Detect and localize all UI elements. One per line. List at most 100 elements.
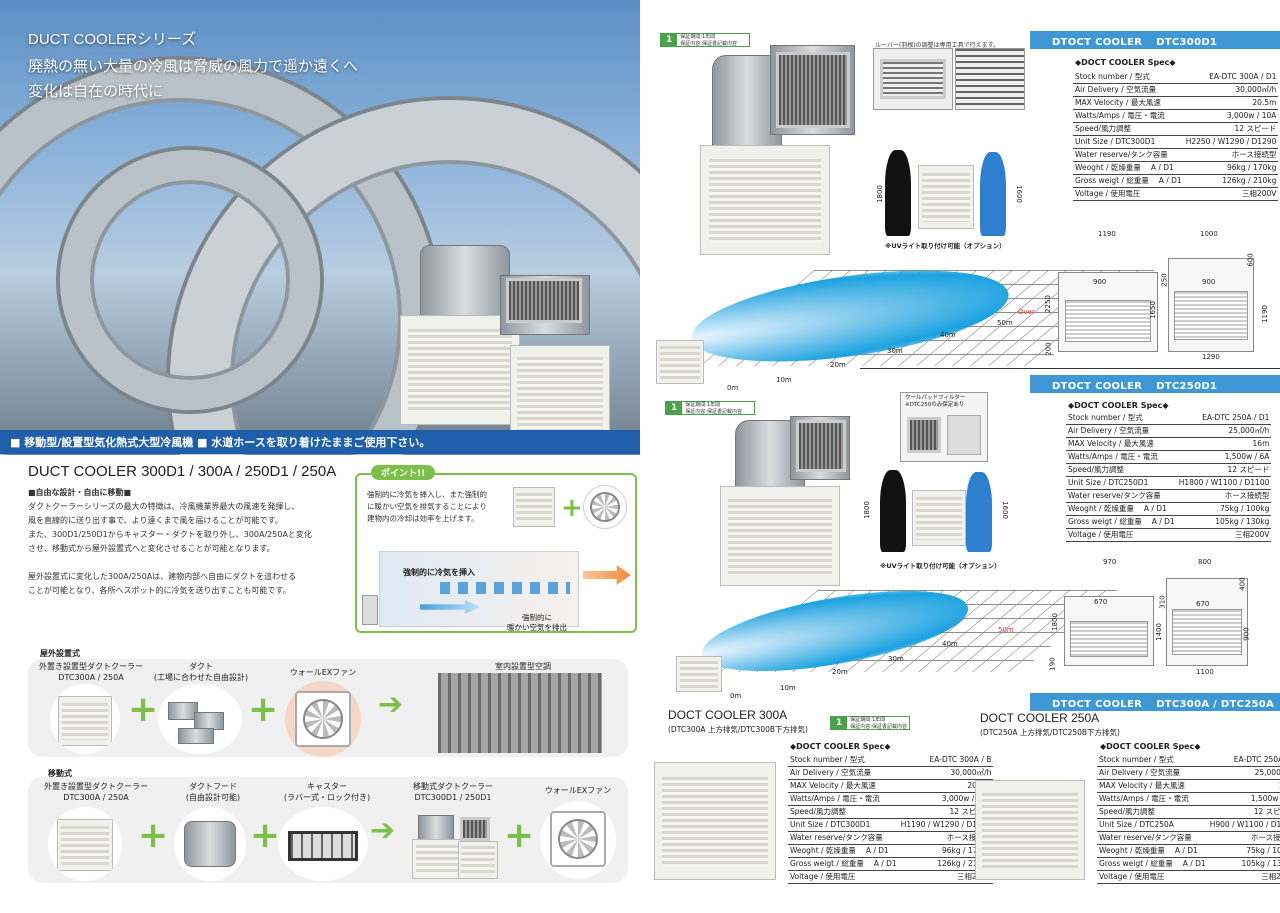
hero-tagline-2: 変化は自在の時代に <box>28 83 164 100</box>
hero-tagline: 廃熱の無い大量の冷風は脅威の風力で遥か遠くへ <box>28 58 359 75</box>
spec-value: 三相200V <box>1183 187 1279 201</box>
spec-value: 三相200V <box>1176 528 1272 542</box>
louver-note: ルーバー(羽根)の調整は専用工具で行えます。 <box>875 42 1000 49</box>
intro-body: ■自由な設計・自由に移動■ ダクトクーラーシリーズの最大の特徴は、冷風機業界最大… <box>28 486 348 598</box>
person-male-icon <box>885 150 911 236</box>
distance-label: Over <box>1018 308 1035 316</box>
shield-icon: 1 <box>666 401 683 415</box>
dimension-label: 310 <box>1158 595 1167 609</box>
spec-title: ◆DOCT COOLER Spec◆ <box>790 742 891 751</box>
distance-label: 20m <box>830 361 846 369</box>
mobile-tag: 移動式 <box>48 769 72 778</box>
distance-label: 30m <box>888 655 904 663</box>
spec-value: ホース接続型 <box>1207 831 1280 845</box>
cooler-mini <box>362 595 378 625</box>
arrow-right-icon: ➔ <box>370 813 396 848</box>
section-bar-a: DTOCT COOLER DTC300A / DTC250A <box>1030 693 1280 711</box>
spec-value: 75kg / 100kg <box>1207 844 1280 858</box>
spec-label: Water reserve/タンク容量 <box>1097 831 1208 845</box>
spec-title: ◆DOCT COOLER Spec◆ <box>1100 742 1201 751</box>
cap-line: DTC300A / 250A <box>58 673 124 682</box>
spec-value: 105kg / 130kg <box>1207 857 1280 871</box>
spec-value: H900 / W1100 / D1100 <box>1207 818 1280 832</box>
intro-title: DUCT COOLER 300D1 / 300A / 250D1 / 250A <box>28 463 337 480</box>
spec-label: Weoght / 乾燥重量 A / D1 <box>788 844 899 858</box>
outdoor-cap-3: ウォールEXファン <box>289 668 357 677</box>
spec-label: Stock number / 型式 <box>1073 70 1184 84</box>
intro-line: させ、移動式から屋外設置式へと変化させることが可能となります。 <box>28 544 275 553</box>
dimension-label: 190 <box>1048 657 1057 671</box>
cap-line: (自由設計可能) <box>185 793 241 802</box>
spec-label: Voltage / 使用電圧 <box>1097 870 1208 884</box>
spec-value: 75kg / 100kg <box>1176 502 1272 516</box>
dimension-label: 800 <box>1198 558 1212 566</box>
spec-label: Speed/風力調整 <box>1097 805 1208 819</box>
warranty-line: 保証期間:1年間 <box>685 402 721 408</box>
cap-line: 外置き設置型ダクトクーラー <box>39 662 143 671</box>
dtc250d1-scale-unit <box>912 490 966 546</box>
spec-value: 1,500w / 6A <box>1176 450 1272 464</box>
spec-value: 16m <box>1176 437 1272 451</box>
dtc300d1-scale-unit <box>918 165 974 229</box>
spec-value: 30,000㎥/h <box>898 766 994 780</box>
spec-label: Speed/風力調整 <box>788 805 899 819</box>
spec-label: Voltage / 使用電圧 <box>1073 187 1184 201</box>
spec-label: Weoght / 乾燥重量 A / D1 <box>1097 844 1208 858</box>
distance-label: 30m <box>887 347 903 355</box>
hero-photo: DUCT COOLERシリーズ 廃熱の無い大量の冷風は脅威の風力で遥か遠くへ 変… <box>0 0 640 455</box>
spec-label: Weoght / 乾燥重量 A / D1 <box>1066 502 1177 516</box>
cooler-mini <box>656 340 704 384</box>
spec-value: 1,500w / 6A <box>1207 792 1280 806</box>
warranty-line: 保証内容:保証書記載内容 <box>685 409 742 415</box>
spec-value: ホース接続型 <box>1183 148 1279 162</box>
height-label: 1600 <box>1014 185 1023 203</box>
dtc300d1-photo <box>700 145 830 255</box>
dimension-label: 1290 <box>1202 353 1220 361</box>
intro-line: 屋外設置式に変化した300A/250Aは、建物内部へ自由にダクトを這わせる <box>28 572 297 581</box>
spec-label: Unit Size / DTC250D1 <box>1066 476 1177 490</box>
cap-line: キャスター <box>307 782 347 791</box>
distance-label: 0m <box>730 692 742 700</box>
spec-label: MAX Velocity / 最大風速 <box>1097 779 1208 793</box>
dtc250d1-photo <box>720 486 840 586</box>
sub-300a: (DTC300A 上方排気/DTC300B下方排気) <box>668 725 808 734</box>
spec-label: Stock number / 型式 <box>788 753 899 767</box>
distance-label: 40m <box>940 331 956 339</box>
person-female-icon <box>980 152 1006 236</box>
spec-value: 16m <box>1207 779 1280 793</box>
spec-value: EA-DTC 300A / D1 <box>1183 70 1279 84</box>
spec-label: Speed/風力調整 <box>1073 122 1184 136</box>
warranty-line: 保証内容:保証書記載内容 <box>850 724 907 730</box>
spec-value: 96kg / 170kg <box>1183 161 1279 175</box>
intro-heading: ■自由な設計・自由に移動■ <box>28 488 132 497</box>
spec-label: Stock number / 型式 <box>1066 411 1177 425</box>
diagram-in-label: 強制的に冷気を挿入 <box>403 568 475 577</box>
dimension-label: 1190 <box>1260 305 1269 323</box>
divider <box>860 368 1280 369</box>
spec-label: Gross weigt / 総重量 A / D1 <box>1097 857 1208 871</box>
cap-line: 移動式ダクトクーラー <box>413 782 493 791</box>
uv-note: ※UVライト取り付け可能（オプション） <box>880 562 1001 570</box>
diagram-out-label: 強制的に 暖かい空気を排出 <box>507 613 567 633</box>
cap-line: ダクトフード <box>189 782 237 791</box>
spec-label: Air Delivery / 空気流量 <box>788 766 899 780</box>
point-tag: ポイント!! <box>371 465 436 480</box>
spec-label: Water reserve/タンク容量 <box>1066 489 1177 503</box>
fan-icon <box>583 485 627 529</box>
spec-value: 126kg / 210kg <box>1183 174 1279 188</box>
outdoor-tag: 屋外設置式 <box>40 649 80 658</box>
drawing-front <box>1058 272 1158 352</box>
spec-label: Water reserve/タンク容量 <box>1073 148 1184 162</box>
arrow-right-icon: ➔ <box>378 687 404 722</box>
